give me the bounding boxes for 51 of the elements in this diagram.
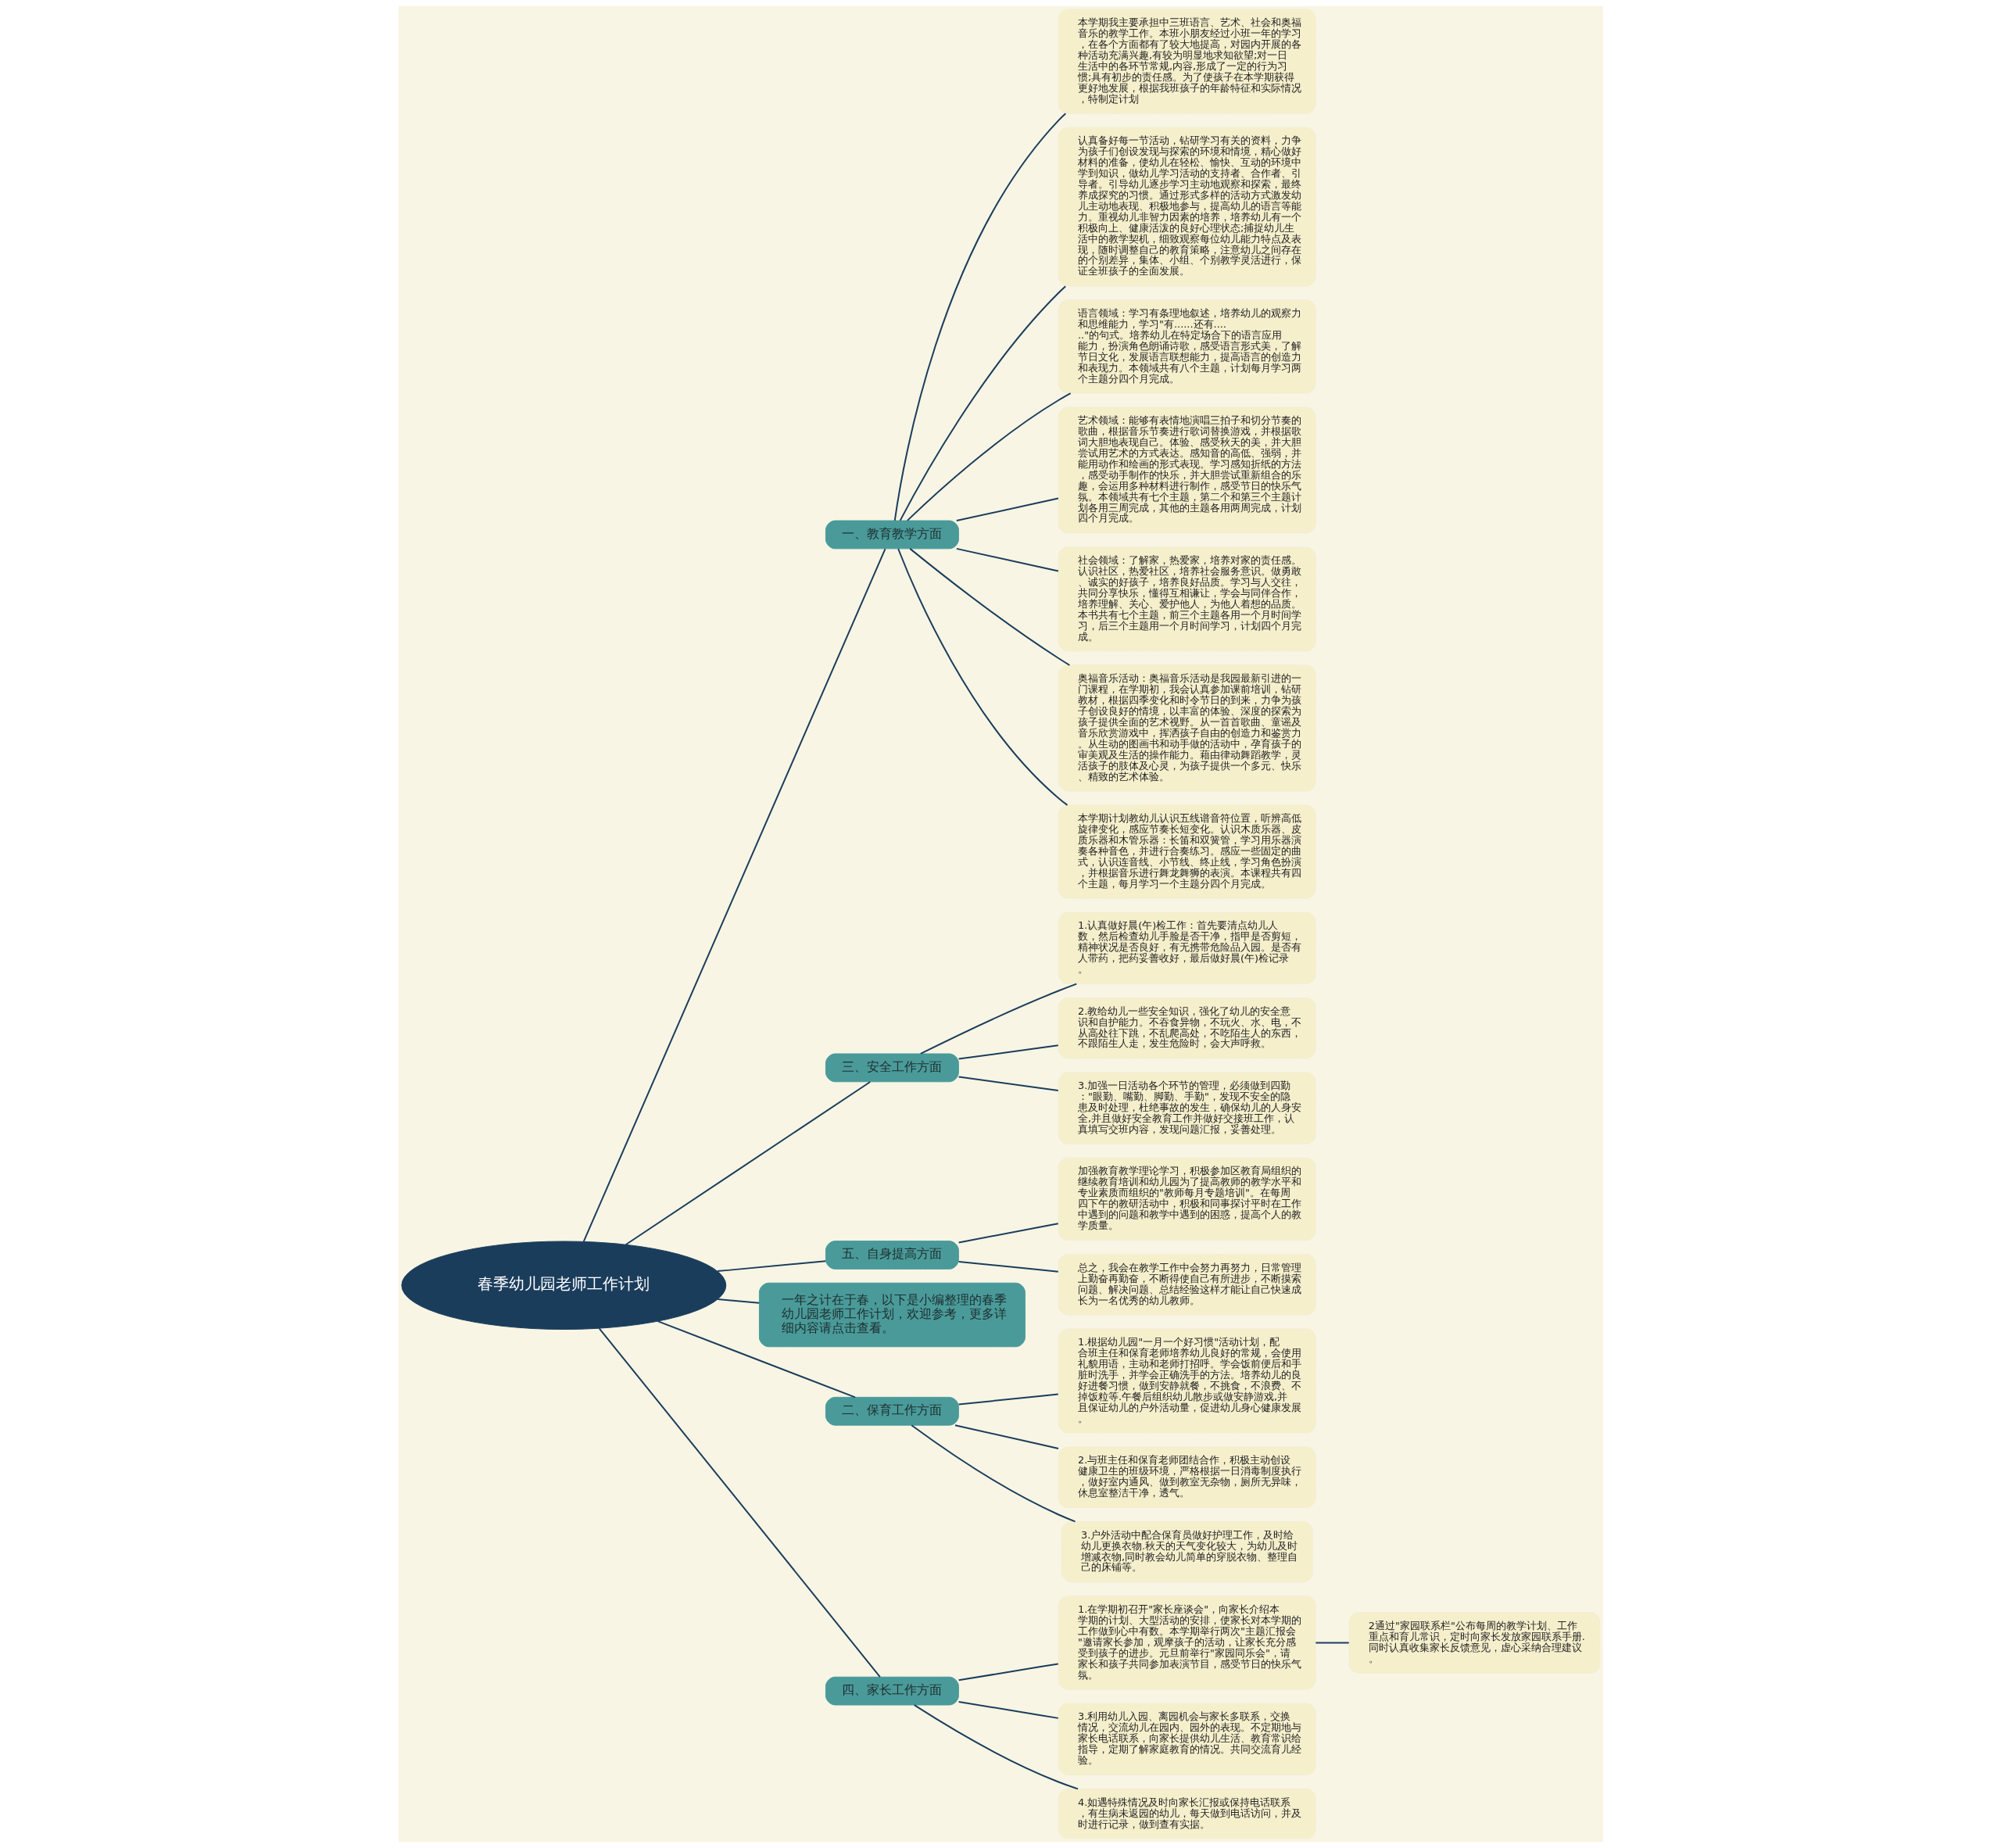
node-box: 1.认真做好晨(午)检工作：首先要清点幼儿人数，然后检查幼儿手脸是否干净，指甲是否剪短，精神状况是否良好，有无携带危险品入园。是否有人带药，把药妥善收好，最后做好晨(午)检记录。: [1058, 911, 1316, 985]
connector: [958, 1223, 1059, 1244]
connector: [955, 547, 1059, 572]
connector: [625, 1081, 871, 1246]
connector: [913, 1704, 1079, 1790]
node-box: 2通过"家园联系栏"公布每周的教学计划、工作重点和育儿常识，定时向家长发放家园联系手册. 同时认真收集家长反馈意见，虚心采纳合理建议。: [1348, 1612, 1600, 1674]
connector: [958, 1701, 1059, 1719]
node-box: 3.利用幼儿入园、离园机会与家长多联系，交换情况，交流幼儿在园内、园外的表现。不定期地与家长电话联系，向家长提供幼儿生活、教育常识给指导，定期了解家庭教育的情况。共同交流育儿经验。: [1058, 1703, 1316, 1775]
node-box: 4.如遇特殊情况及时向家长汇报或保持电话联系，有生病未返园的幼儿，每天做到电话访问，并及时进行记录，做到查有实据。: [1058, 1788, 1316, 1839]
node-box: 1.根据幼儿园"一月一个好习惯"活动计划，配合班主任和保育老师培养幼儿良好的常规，会使用礼貌用语，主动和老师打招呼。学会饭前便后和手脏时洗手，并学会正确洗手的方法。培养幼儿的良好进餐习惯，做到安静就餐，不挑食，不浪费、不掉饭粒等.午餐后组织幼儿散步或做安静游戏,并且保证幼儿的户外活动量，促进幼儿身心健康发展。: [1058, 1328, 1316, 1434]
connector: [919, 983, 1077, 1055]
node-box: 艺术领域：能够有表情地演唱三拍子和切分节奏的歌曲，根据音乐节奏进行歌词替换游戏，并根据歌词大胆地表现自己。体验、感受秋天的美，并大胆尝试用艺术的方式表达。感知音的高低、强弱，并能用动作和绘画的形式表现。学习感知折纸的方法，感受动手制作的快乐，并大胆尝试重新组合的乐趣，会运用多种材料进行制作，感受节日的快乐气氛。本领域共有七个主题，第二个和第三个主题计划各用三周完成，其他的主题各用两周完成，计划四个月完成。: [1058, 406, 1316, 534]
node-box: 奥福音乐活动：奥福音乐活动是我园最新引进的一门课程，在学期初，我会认真参加课前培训，钻研教材，根据四季变化和时令节日的到来，力争为孩子创设良好的情境，以丰富的体验、深度的探索为孩子提供全面的艺术视野。从一首首歌曲、童谣及音乐欣赏游戏中，挥洒孩子自由的创造力和鉴赏力。从生动的图画书和动手做的活动中，孕育孩子的审美观及生活的操作能力。藉由律动舞蹈教学，灵活孩子的肢体及心灵，为孩子提供一个多元、快乐、精致的艺术体验。: [1058, 664, 1316, 792]
connector: [958, 1393, 1059, 1406]
connector: [954, 1424, 1059, 1449]
connector: [910, 1424, 1076, 1523]
connector: [955, 497, 1059, 522]
node-box: 3.户外活动中配合保育员做好护理工作，及时给幼儿更换衣物.秋天的天气变化较大，为幼儿及时增减衣物,同时教会幼儿简单的穿脱衣物、整理自己的床铺等。: [1061, 1520, 1313, 1583]
connector: [657, 1320, 856, 1399]
connector: [716, 1260, 826, 1273]
connector: [899, 285, 1066, 521]
node-box: 语言领域：学习有条理地叙述，培养幼儿的观察力和思维能力，学习"有......还有......"的句式。培养幼儿在特定场合下的语言应用能力，扮演角色朗诵诗歌，感受语言形式美，了解节日文化，发展语言联想能力，提高语言的创造力和表现力。本领域共有八个主题，计划每月学习两个主题分四个月完成。: [1058, 299, 1316, 394]
node-box: 2.教给幼儿一些安全知识，强化了幼儿的安全意识和自护能力。不吞食异物，不玩火、水、电，不从高处往下跳，不乱爬高处，不吃陌生人的东西，不跟陌生人走，发生危险时，会大声呼救。: [1058, 997, 1316, 1059]
connector: [958, 1663, 1059, 1681]
node-box: 五、自身提高方面: [825, 1241, 959, 1270]
connector: [582, 548, 886, 1243]
node-box: 总之，我会在教学工作中会努力再努力，日常管理上勤奋再勤奋，不断得使自己有所进步，不断摸索问题、解决问题、总结经验这样才能让自己快速成长为一名优秀的幼儿教师。: [1058, 1254, 1316, 1316]
connector: [716, 1298, 760, 1304]
connector: [958, 1044, 1059, 1060]
node-box: 加强教育教学理论学习，积极参加区教育局组织的继续教育培训和幼儿园为了提高教师的教学水平和专业素质而组织的"教师每月专题培训"。在每周四下午的教研活动中，积极和同事探讨平时在工作中遇到的问题和教学中遇到的困惑，提高个人的教学质量。: [1058, 1157, 1316, 1241]
node-box: 一、教育教学方面: [825, 520, 959, 550]
node-box: 三、安全工作方面: [825, 1053, 959, 1083]
connector: [958, 1076, 1059, 1091]
node-box: 本学期计划教幼儿认识五线谱音符位置，听辨高低旋律变化，感应节奏长短变化。认识木质乐器、皮质乐器和木管乐器：长笛和双簧管，学习用乐器演奏各种音色，并进行合奏练习。感应一些固定的曲式，认识连音线、小节线、终止线，学习角色扮演，并根据音乐进行舞龙舞狮的表演。本课程共有四个主题，每月学习一个主题分四个月完成。: [1058, 804, 1316, 899]
node-box: 认真备好每一节活动，钻研学习有关的资料，力争为孩子们创设发现与探索的环境和情境，精心做好材料的准备，使幼儿在轻松、愉快、互动的环境中学到知识，做幼儿学习活动的支持者、合作者、引导者。引导幼儿逐步学习主动地观察和探索，最终养成探究的习惯。通过形式多样的活动方式激发幼儿主动地表现、积极地参与，提高幼儿的语言等能力。重视幼儿非智力因素的培养，培养幼儿有一个积极向上、健康活泼的良好心理状态;捕捉幼儿生活中的教学契机，细致观察每位幼儿能力特点及表现，随时调整自己的教育策略，注意幼儿之间存在的个别差异，集体、小组、个别教学灵活进行，保证全班孩子的全面发展。: [1058, 127, 1316, 287]
connector: [893, 113, 1066, 521]
connector: [958, 1260, 1059, 1273]
node-ellipse: 春季幼儿园老师工作计划: [400, 1241, 726, 1330]
node-box: 一年之计在于春，以下是小编整理的春季幼儿园老师工作计划，欢迎参考，更多详细内容请点击查看。: [758, 1282, 1026, 1348]
node-box: 二、保育工作方面: [825, 1396, 959, 1426]
connector: [908, 547, 1070, 666]
node-box: 本学期我主要承担中三班语言、艺术、社会和奥福音乐的教学工作。本班小朋友经过小班一年的学习，在各个方面都有了较大地提高，对园内开展的各种活动充满兴趣,有较为明显地求知欲望;对一日生活中的各环节常规,内容,形成了一定的行为习惯;具有初步的责任感。为了使孩子在本学期获得更好地发展，根据我班孩子的年龄特征和实际情况，特制定计划: [1058, 9, 1316, 114]
node-box: 2.与班主任和保育老师团结合作，积极主动创设健康卫生的班级环境，严格根据一日消毒制度执行，做好室内通风、做到教室无杂物，厕所无异味，休息室整洁干净，透气。: [1058, 1446, 1316, 1509]
connector: [598, 1327, 881, 1678]
node-box: 社会领域：了解家，热爱家，培养对家的责任感。认识社区，热爱社区，培养社会服务意识。做勇敢、诚实的好孩子，培养良好品质。学习与人交往，共同分享快乐，懂得互相谦让，学会与同伴合作，培养理解、关心、爱护他人，为他人着想的品质。本书共有七个主题，前三个主题各用一个月时间学习，后三个主题用一个月时间学习，计划四个月完成。: [1058, 546, 1316, 652]
node-box: 四、家长工作方面: [825, 1676, 959, 1706]
node-box: 1.在学期初召开"家长座谈会"，向家长介绍本学期的计划、大型活动的安排，使家长对本学期的工作做到心中有数。本学期举行两次"主题汇报会"邀请家长参加，观摩孩子的活动，让家长充分感受到孩子的进步。元旦前举行"家园同乐会"，请家长和孩子共同参加表演节目，感受节日的快乐气氛。: [1058, 1596, 1316, 1690]
connector: [1314, 1642, 1350, 1644]
connector: [897, 548, 1068, 806]
connector: [906, 392, 1072, 521]
node-box: 3.加强一日活动各个环节的管理，必须做到四勤："眼勤、嘴勤、脚勤、手勤"，发现不安全的隐患及时处理，杜绝事故的发生，确保幼儿的人身安全,并且做好安全教育工作并做好交接班工作，认真填写交班内容，发现问题汇报，妥善处理。: [1058, 1072, 1316, 1144]
